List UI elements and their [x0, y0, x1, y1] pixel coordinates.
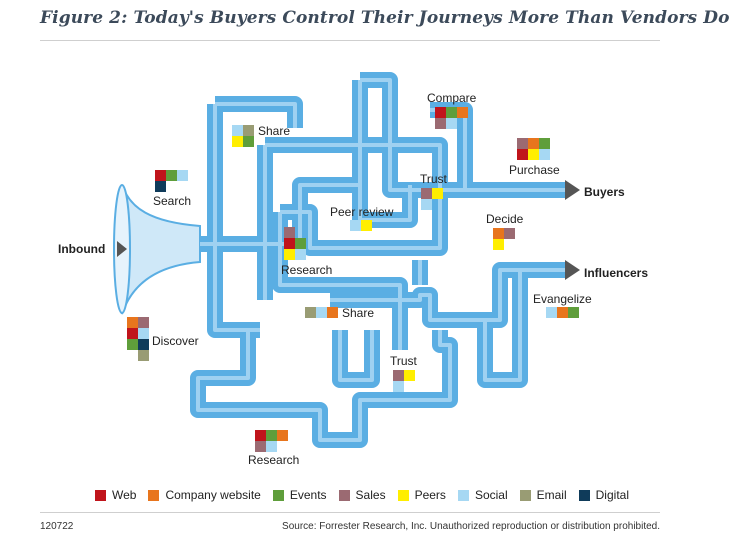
- share-top-label: Share: [258, 124, 291, 138]
- legend-swatch-social: [457, 489, 469, 501]
- share-mid-label: Share: [342, 306, 375, 320]
- buyers-arrow-icon: [565, 180, 580, 200]
- buyers-label: Buyers: [584, 185, 625, 199]
- inbound-arrow-icon: [117, 241, 127, 257]
- legend-item-digital: Digital: [578, 488, 629, 502]
- legend-item-social: Social: [457, 488, 508, 502]
- peer-review-label: Peer review: [330, 205, 394, 219]
- search-label: Search: [153, 194, 192, 208]
- influencers-label: Influencers: [584, 266, 649, 280]
- trust-top-label: Trust: [420, 172, 447, 186]
- legend-label-company-website: Company website: [165, 488, 261, 502]
- legend-swatch-peers: [397, 489, 409, 501]
- title-divider: [40, 40, 660, 41]
- inbound-label: Inbound: [58, 242, 106, 256]
- legend-item-company-website: Company website: [148, 488, 261, 502]
- legend-item-sales: Sales: [338, 488, 386, 502]
- legend-label-email: Email: [536, 488, 567, 502]
- legend-swatch-email: [519, 489, 531, 501]
- legend-label-events: Events: [289, 488, 327, 502]
- legend-swatch-sales: [338, 489, 350, 501]
- purchase-label: Purchase: [509, 163, 560, 177]
- legend-item-email: Email: [519, 488, 567, 502]
- channel-legend: Web Company website Events Sales Peers S…: [95, 487, 641, 503]
- legend-label-peers: Peers: [414, 488, 446, 502]
- trust-bottom-label: Trust: [390, 354, 417, 368]
- legend-swatch-events: [272, 489, 284, 501]
- influencers-arrow-icon: [565, 260, 580, 280]
- research-mid-label: Research: [281, 263, 333, 277]
- legend-label-web: Web: [112, 488, 137, 502]
- legend-swatch-web: [95, 489, 106, 501]
- legend-item-events: Events: [272, 488, 327, 502]
- discover-label: Discover: [152, 334, 199, 348]
- figure-title: Figure 2: Today's Buyers Control Their J…: [40, 8, 730, 28]
- legend-label-digital: Digital: [595, 488, 629, 502]
- evangelize-label: Evangelize: [533, 292, 592, 306]
- journey-maze-diagram: [113, 72, 580, 452]
- legend-label-sales: Sales: [355, 488, 386, 502]
- legend-item-web: Web: [95, 488, 136, 502]
- legend-swatch-digital: [578, 489, 590, 501]
- legend-swatch-company-website: [148, 489, 160, 501]
- research-bottom-label: Research: [248, 453, 300, 467]
- footer-divider: [40, 512, 660, 513]
- legend-item-peers: Peers: [397, 488, 446, 502]
- legend-label-social: Social: [474, 488, 508, 502]
- channel-squares: [127, 107, 579, 452]
- source-note: Source: Forrester Research, Inc. Unautho…: [282, 521, 660, 532]
- figure-code: 120722: [40, 521, 74, 532]
- compare-label: Compare: [427, 91, 477, 105]
- decide-label: Decide: [486, 212, 524, 226]
